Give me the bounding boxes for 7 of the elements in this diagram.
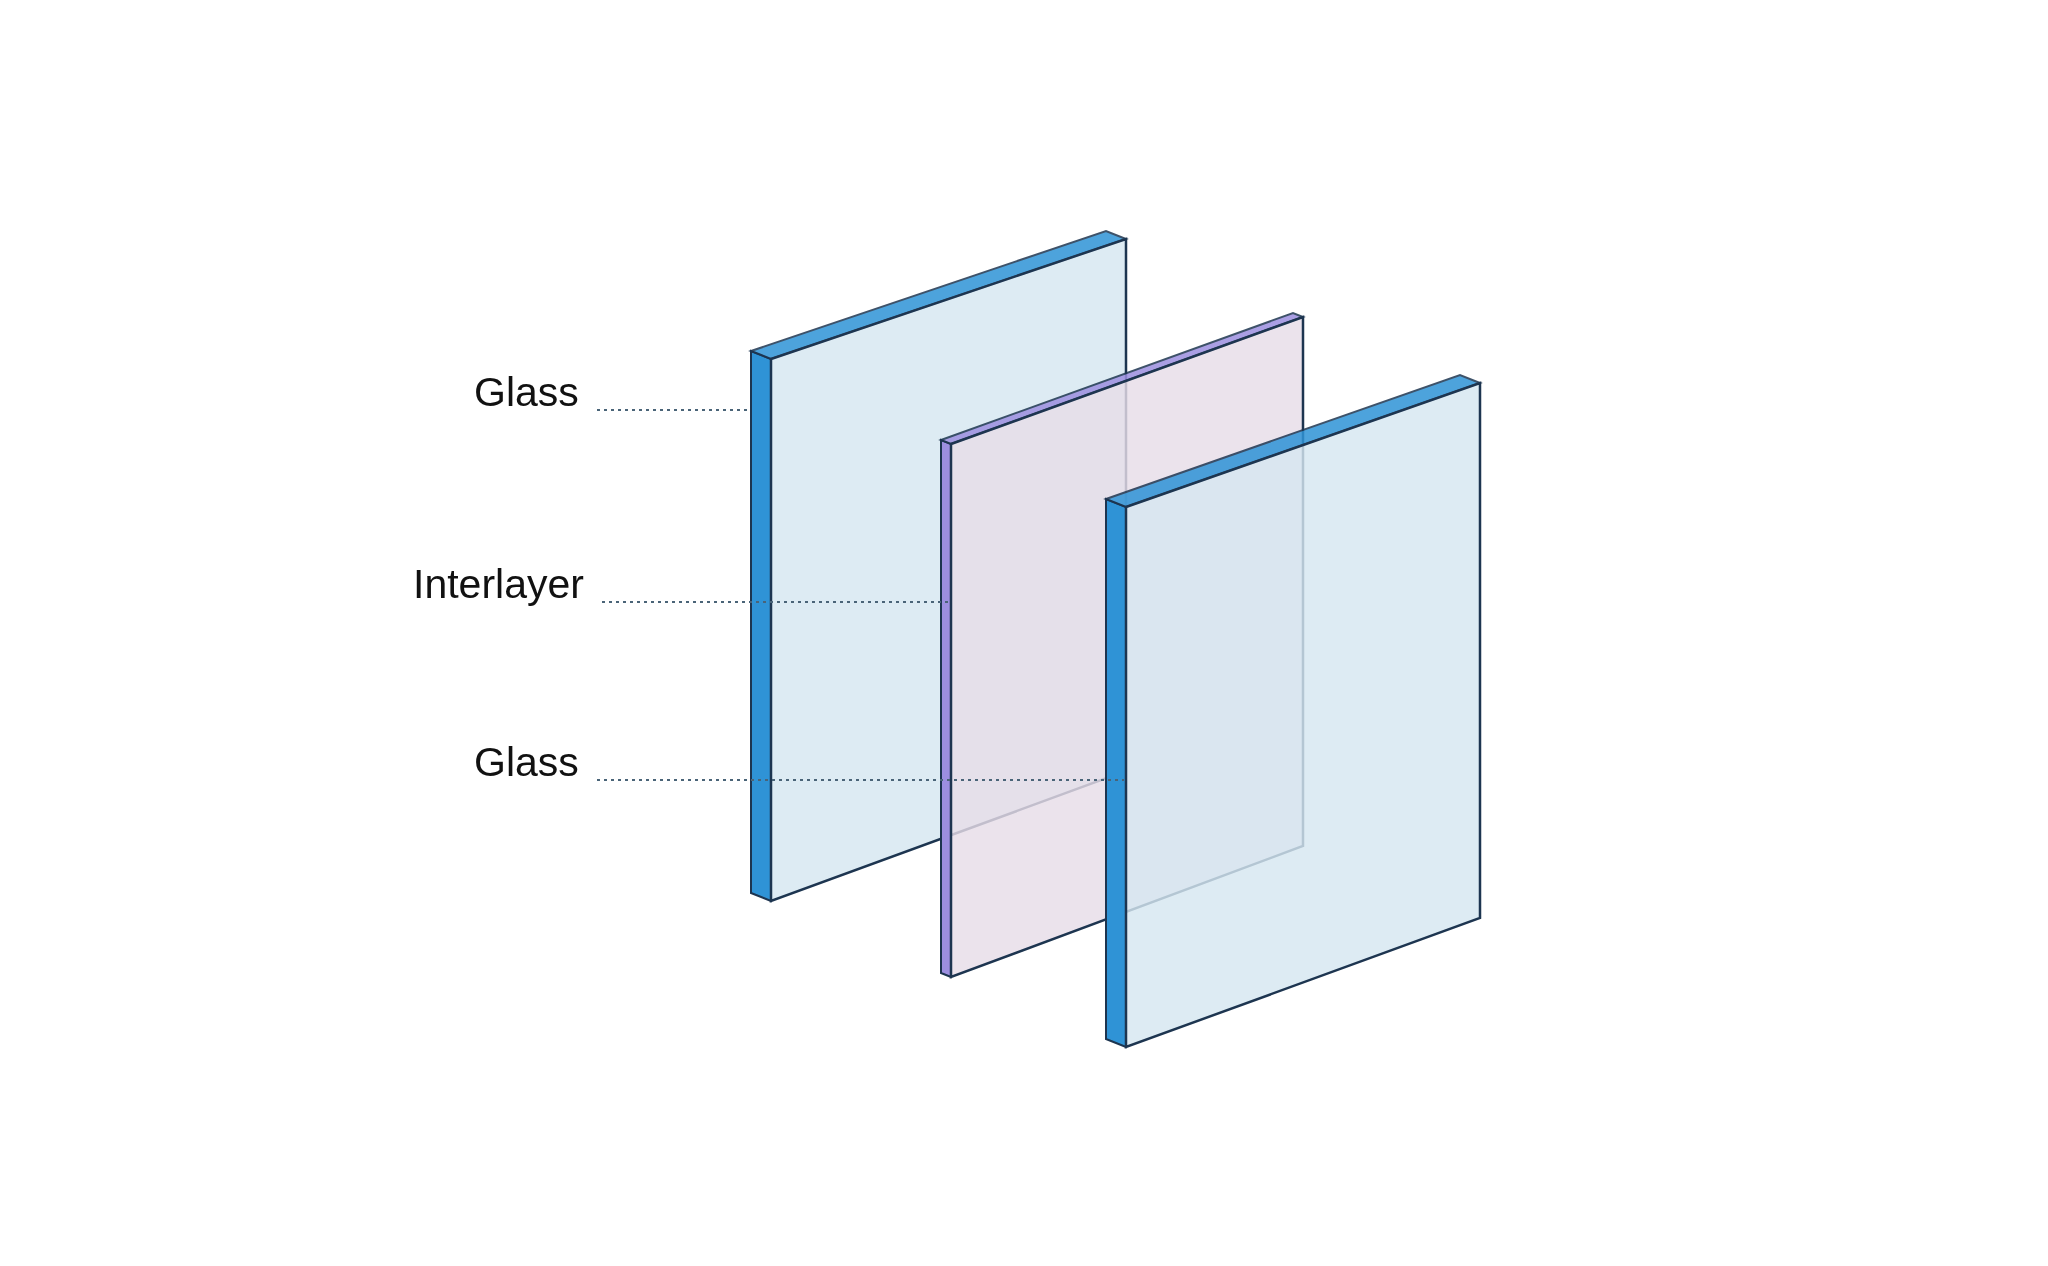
leader-line (597, 778, 1124, 782)
leader-line (602, 600, 949, 604)
leader-line (597, 408, 749, 412)
part-label: Interlayer (413, 563, 584, 605)
glass-pane (1103, 373, 1483, 1049)
part-label: Glass (474, 741, 579, 783)
part-label: Glass (474, 371, 579, 413)
